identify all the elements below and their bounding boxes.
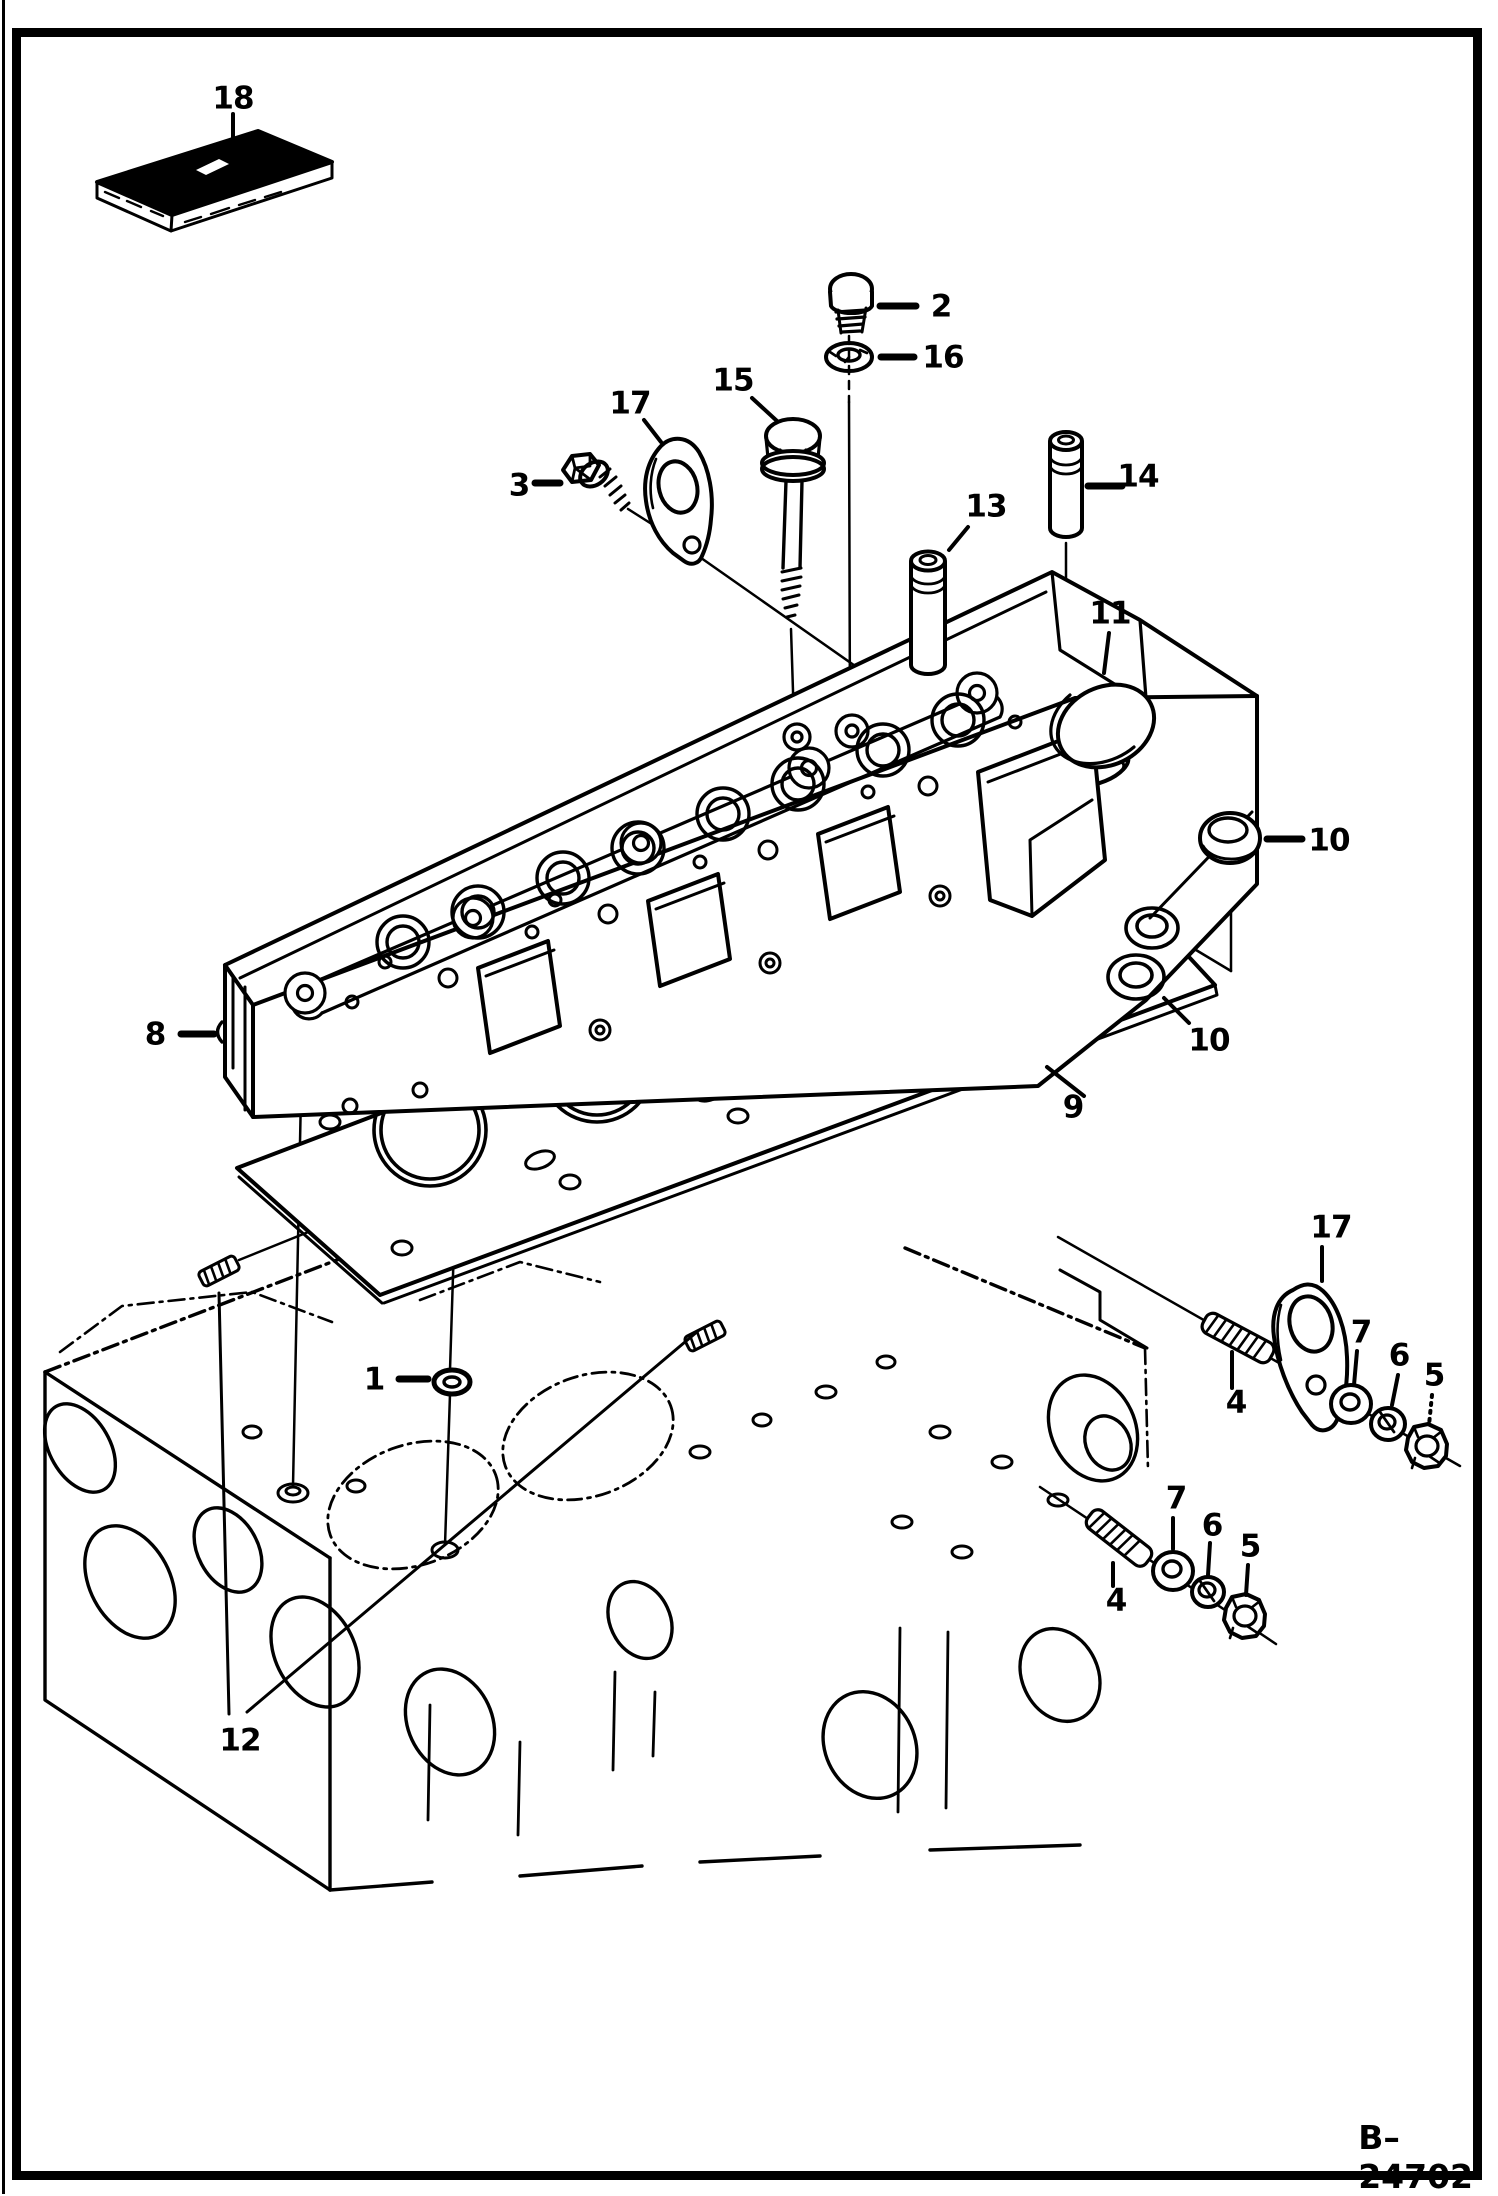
stud-part-4-upper [1200, 1311, 1276, 1365]
lifting-eye-part-17-upper [643, 436, 714, 566]
part-label-9: 9 [1062, 1089, 1085, 1126]
cylinder-head [215, 570, 1259, 1119]
cup-plug-part-11 [1049, 682, 1157, 770]
part-label-5-lower: 5 [1239, 1528, 1262, 1565]
valve-guide-part-14 [1048, 430, 1084, 539]
part-label-18: 18 [212, 80, 254, 117]
part-label-7-lower: 7 [1165, 1480, 1188, 1517]
lock-washer-part-6-lower [1190, 1575, 1226, 1609]
drawing-reference-number: B–24702 [1358, 2118, 1473, 2196]
stud-part-12-right [683, 1319, 727, 1353]
part-label-17-upper: 17 [609, 385, 651, 422]
lock-washer-part-6-upper [1369, 1406, 1407, 1442]
washer-part-7-lower [1151, 1550, 1195, 1592]
part-label-2: 2 [930, 288, 953, 325]
part-label-5-upper: 5 [1423, 1357, 1446, 1394]
o-ring-part-1 [431, 1367, 473, 1397]
stud-part-12-left [197, 1254, 241, 1288]
nut-part-5-lower [1222, 1592, 1267, 1640]
part-label-10-upper: 10 [1308, 822, 1350, 859]
part-label-12: 12 [219, 1722, 261, 1759]
seal-part-10-upper [1198, 811, 1262, 865]
plug-part-2 [828, 272, 874, 335]
part-label-10-lower: 10 [1188, 1022, 1230, 1059]
part-label-4-upper: 4 [1225, 1384, 1248, 1421]
part-label-17-lower: 17 [1310, 1209, 1352, 1246]
part-label-6-upper: 6 [1388, 1337, 1411, 1374]
stud-part-4-lower [1084, 1508, 1154, 1568]
part-label-16: 16 [922, 339, 964, 376]
part-label-14: 14 [1117, 458, 1159, 495]
scan-edge-line [2, 0, 5, 2194]
valve-guide-part-13 [909, 549, 947, 676]
part-label-4-lower: 4 [1105, 1582, 1128, 1619]
part-label-7-upper: 7 [1350, 1314, 1373, 1351]
plate-part-18 [95, 129, 334, 233]
cylinder-block [42, 1134, 1150, 1892]
part-label-15: 15 [712, 362, 754, 399]
part-label-11: 11 [1089, 595, 1131, 632]
part-label-3: 3 [508, 467, 531, 504]
part-label-1: 1 [363, 1361, 386, 1398]
drawing-border-frame [12, 28, 1482, 2180]
callout-leader-lines [177, 112, 1434, 1716]
bolt-part-3 [561, 452, 631, 512]
washer-part-7-upper [1329, 1383, 1373, 1425]
bolt-part-15 [760, 417, 826, 619]
part-label-8: 8 [144, 1016, 167, 1053]
nut-part-5-upper [1404, 1422, 1449, 1470]
part-label-13: 13 [965, 488, 1007, 525]
washer-part-16 [824, 341, 874, 373]
part-label-6-lower: 6 [1201, 1507, 1224, 1544]
